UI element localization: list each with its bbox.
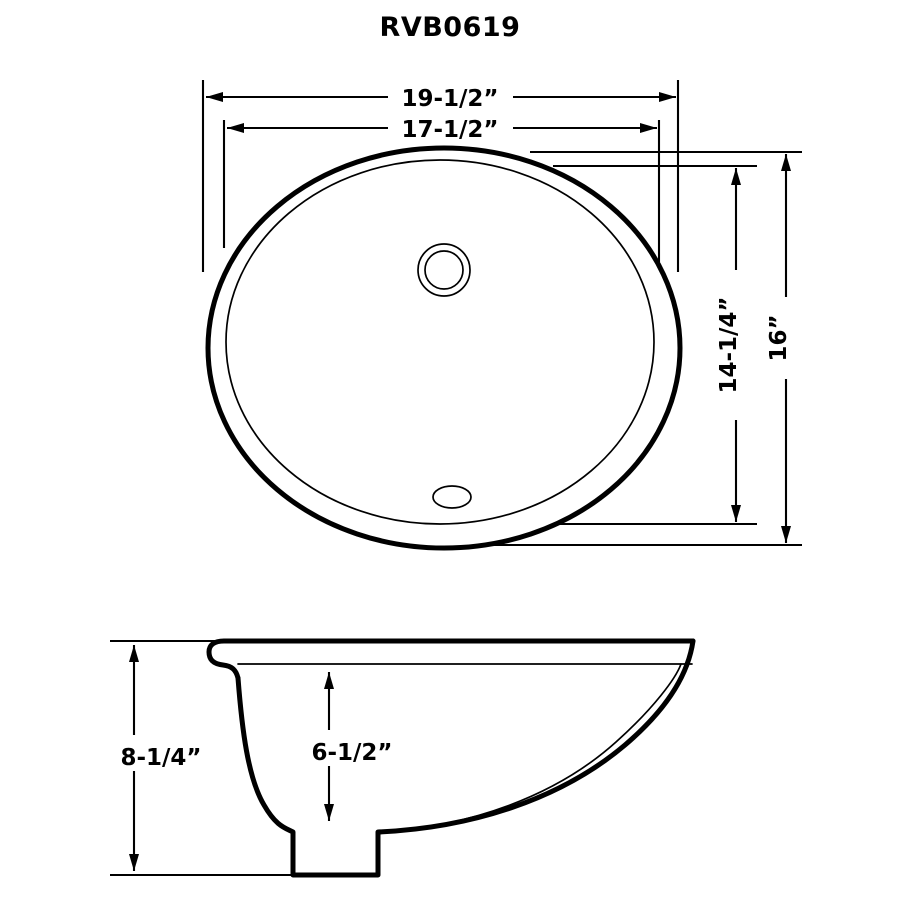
rim-lip — [206, 638, 696, 681]
dimension-overall-height-label: 8-1/4” — [120, 745, 201, 771]
dimension-overall-depth-label: 16” — [766, 314, 792, 361]
dimension-bowl-depth-section: 6-1/2” — [283, 672, 423, 821]
dimension-bowl-width: 17-1/2” — [227, 111, 657, 145]
dimension-overall-depth: 16” — [766, 154, 803, 543]
overflow-hole — [432, 485, 472, 509]
dimension-bowl-depth: 14-1/4” — [716, 168, 753, 522]
dimension-bowl-depth-section-label: 6-1/2” — [311, 740, 392, 766]
page-title: RVB0619 — [379, 12, 521, 43]
drain-hole — [417, 243, 471, 297]
top-view: 19-1/2” 17-1/2” 14-1/4” — [201, 80, 803, 551]
dimension-bowl-width-label: 17-1/2” — [401, 117, 498, 143]
oval-bowl — [225, 159, 655, 525]
dimension-overall-height: 8-1/4” — [86, 645, 236, 871]
dimension-overall-width: 19-1/2” — [206, 80, 676, 114]
dimension-overall-width-label: 19-1/2” — [401, 86, 498, 112]
oval-rim — [205, 145, 683, 551]
dimension-bowl-depth-label: 14-1/4” — [716, 296, 742, 393]
bowl-wall-inner — [377, 663, 682, 833]
